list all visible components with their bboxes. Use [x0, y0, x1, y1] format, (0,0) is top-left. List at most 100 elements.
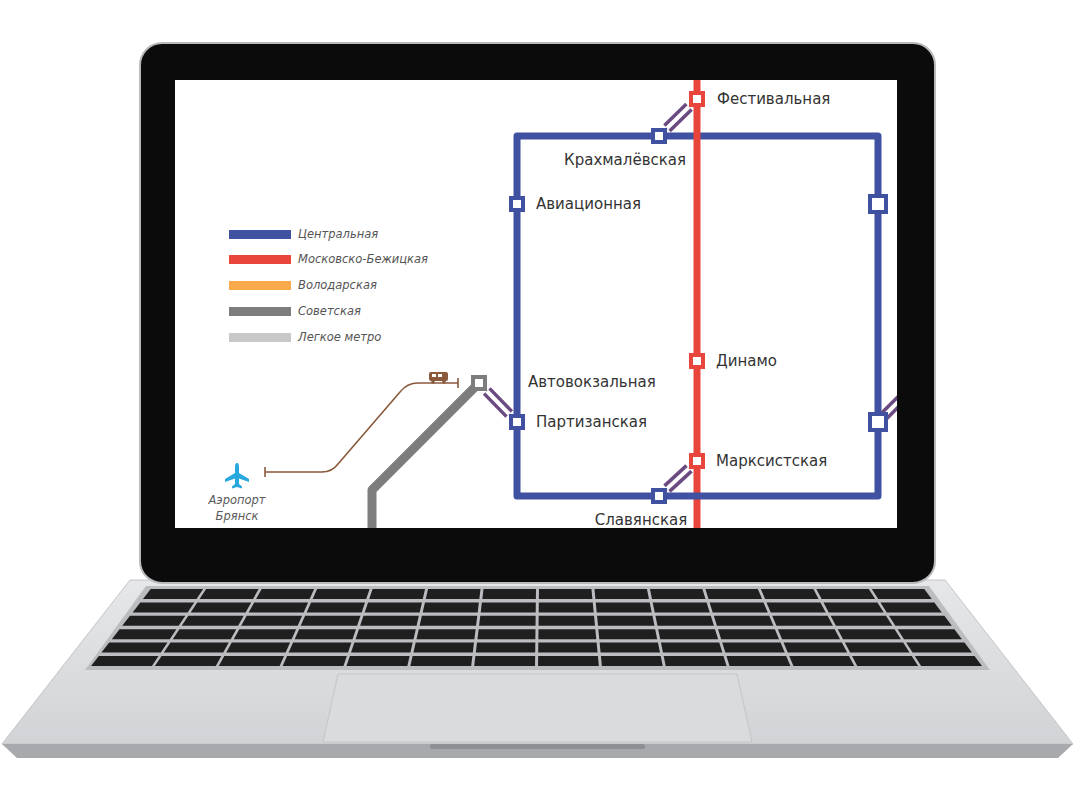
keyboard-key — [112, 629, 177, 639]
keyboard-key — [234, 629, 296, 639]
legend-text: Московско-Бежицкая — [298, 251, 428, 267]
keyboard-key — [301, 616, 361, 626]
keyboard-key — [295, 629, 356, 639]
map-lines — [225, 80, 897, 528]
keyboard-key — [600, 643, 660, 653]
station-marker: Марксистская — [689, 453, 705, 469]
legend-text: Советская — [298, 303, 361, 319]
station-name: Славянская — [595, 511, 687, 529]
line-segment — [517, 212, 518, 414]
legend-swatch — [229, 230, 291, 239]
keyboard-key — [880, 602, 941, 612]
keyboard-key — [710, 602, 768, 612]
connector-line — [694, 107, 701, 353]
transfer-connector — [667, 107, 689, 128]
keyboard-key — [474, 656, 535, 666]
legend-text: Легкое метро — [298, 329, 381, 345]
line-segment — [697, 369, 698, 453]
keyboard-key — [816, 589, 875, 599]
keyboard-key — [601, 656, 663, 666]
bus-route — [265, 383, 458, 472]
keyboard-key — [726, 656, 790, 666]
transfer-connector — [667, 468, 689, 488]
station-marker: Крахмалёвская — [651, 128, 667, 144]
keyboard-key — [658, 629, 718, 639]
station-marker — [870, 414, 886, 430]
station-name: Автовокзальная — [528, 373, 656, 391]
legend-swatch — [229, 307, 291, 316]
keyboard-key — [823, 602, 883, 612]
keyboard-key — [256, 589, 314, 599]
station-name: Партизанская — [536, 413, 647, 431]
keyboard-key — [538, 643, 597, 653]
route-end — [264, 467, 266, 477]
connector-core — [667, 107, 689, 128]
keyboard-key — [416, 629, 475, 639]
keyboard-key — [538, 656, 599, 666]
keyboard-key — [307, 602, 365, 612]
keyboard-key — [705, 589, 762, 599]
station-name: Фестивальная — [717, 90, 830, 108]
connector-line — [667, 468, 689, 488]
keyboard-key — [122, 616, 185, 626]
keyboard-key — [481, 602, 536, 612]
station-marker: Славянская — [651, 488, 667, 504]
station-name: Динамо — [716, 352, 777, 370]
keyboard-key — [845, 643, 910, 653]
keyboard — [91, 589, 982, 666]
keyboard-key — [653, 602, 710, 612]
keyboard-key — [365, 602, 422, 612]
keyboard-key — [661, 643, 722, 653]
keyboard-key — [420, 616, 478, 626]
keyboard-key — [650, 589, 706, 599]
station-marker: Авиационная — [509, 196, 525, 212]
keyboard-key — [101, 643, 167, 653]
keyboard-well — [85, 586, 990, 670]
keyboard-key — [155, 656, 221, 666]
keyboard-key — [356, 629, 416, 639]
keyboard-key — [767, 602, 826, 612]
keyboard-key — [289, 643, 352, 653]
keyboard-key — [479, 616, 536, 626]
station-name: Авиационная — [536, 195, 641, 213]
keyboard-key — [346, 656, 409, 666]
connector-line — [514, 212, 521, 414]
keyboard-key — [597, 616, 654, 626]
keyboard-key — [906, 643, 972, 653]
screen — [175, 80, 897, 528]
keyboard-key — [596, 602, 652, 612]
keyboard-key — [191, 602, 252, 612]
legend-swatch — [229, 281, 291, 290]
connector-line — [487, 391, 509, 414]
keyboard-key — [889, 616, 952, 626]
keyboard-key — [219, 656, 284, 666]
keyboard-key — [664, 656, 727, 666]
keyboard-key — [789, 656, 854, 666]
bus-icon — [429, 372, 448, 384]
keyboard-key — [249, 602, 308, 612]
keyboard-key — [91, 656, 159, 666]
keyboard-key — [423, 602, 479, 612]
keyboard-key — [722, 643, 785, 653]
keyboard-key — [898, 629, 962, 639]
airport-label: Аэропорт Брянск — [204, 492, 270, 524]
line-segment — [517, 430, 651, 496]
legend-text: Центральная — [298, 226, 378, 242]
station-marker — [870, 196, 886, 212]
keyboard-key — [360, 616, 419, 626]
connector-line — [694, 369, 701, 453]
keyboard-key — [426, 589, 481, 599]
keyboard-key — [784, 643, 848, 653]
keyboard-key — [143, 589, 203, 599]
keyboard-key — [852, 656, 918, 666]
keyboard-key — [476, 643, 536, 653]
screen-bezel — [140, 43, 935, 583]
keyboard-key — [313, 589, 370, 599]
keyboard-key — [413, 643, 474, 653]
keyboard-key — [598, 629, 657, 639]
keyboard-key — [655, 616, 714, 626]
